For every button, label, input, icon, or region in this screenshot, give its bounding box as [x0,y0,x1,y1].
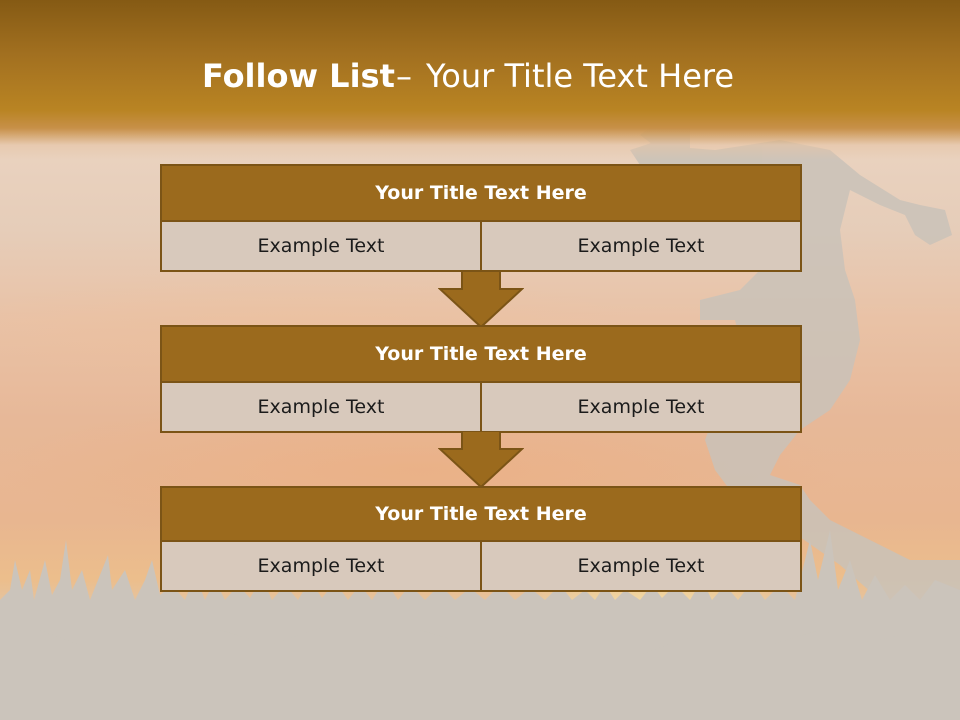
down-arrow-icon [438,431,524,489]
step-box-2[interactable]: Your Title Text Here Example Text Exampl… [160,325,802,433]
step-cell-left[interactable]: Example Text [257,555,385,577]
step-cell-right[interactable]: Example Text [480,542,800,590]
step-title[interactable]: Your Title Text Here [160,164,802,222]
title-bold-part: Follow List [202,57,395,95]
step-box-1[interactable]: Your Title Text Here Example Text Exampl… [160,164,802,272]
step-cell-right[interactable]: Example Text [480,222,800,270]
step-cell-right[interactable]: Example Text [480,383,800,431]
step-title[interactable]: Your Title Text Here [160,325,802,383]
step-box-3[interactable]: Your Title Text Here Example Text Exampl… [160,486,802,592]
title-rest: Your Title Text Here [426,57,735,95]
step-title[interactable]: Your Title Text Here [160,486,802,542]
step-content-row: Example Text Example Text [160,383,802,433]
down-arrow-icon [438,271,524,329]
step-content-row: Example Text Example Text [160,222,802,272]
step-cell-left[interactable]: Example Text [257,396,385,418]
title-band [0,0,960,160]
step-content-row: Example Text Example Text [160,542,802,592]
step-cell-left[interactable]: Example Text [257,235,385,257]
title-dash: – [396,57,412,95]
